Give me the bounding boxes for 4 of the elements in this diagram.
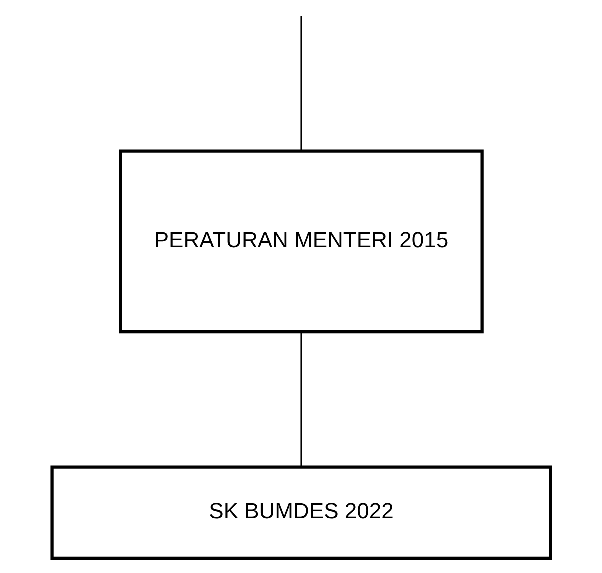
- node-box: SK BUMDES 2022: [50, 466, 552, 560]
- node-box: PERATURAN MENTERI 2015: [118, 150, 484, 334]
- connector: [300, 332, 302, 467]
- connector: [300, 16, 302, 152]
